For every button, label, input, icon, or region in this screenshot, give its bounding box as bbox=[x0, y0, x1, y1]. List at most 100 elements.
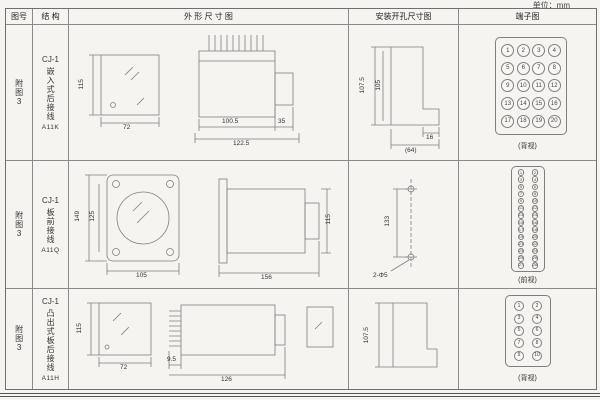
row3-fig-no-cell: 附图3 bbox=[6, 289, 33, 389]
terminal-pin: 17 bbox=[501, 114, 515, 128]
dim-label: 100.5 bbox=[222, 118, 239, 125]
terminal-pin: 2 bbox=[516, 44, 530, 58]
terminal-pin: 14 bbox=[516, 97, 530, 111]
terminal-pin: 3 bbox=[514, 313, 524, 324]
terminal-pin: 4 bbox=[532, 313, 542, 324]
terminal-pin: 5 bbox=[517, 183, 525, 191]
dim-label: 107.5 bbox=[358, 77, 366, 94]
terminal-pin: 15 bbox=[532, 97, 546, 111]
structure-model: CJ-1 bbox=[42, 54, 59, 64]
fig-no-label: 附图3 bbox=[14, 78, 24, 107]
structure-desc: 板前接线 bbox=[46, 207, 56, 244]
fig-no-label: 附图3 bbox=[14, 325, 24, 353]
row2-outline-drawing bbox=[85, 174, 331, 277]
dim-label: 115 bbox=[75, 323, 83, 334]
terminal-pin: 6 bbox=[516, 61, 530, 75]
row2-outline-cell: 149 125 105 156 115 bbox=[69, 161, 349, 289]
terminal-pin: 3 bbox=[517, 176, 525, 183]
structure-code: A11H bbox=[41, 374, 60, 382]
row2-install-cell: 133 2-Φ5 bbox=[349, 161, 459, 289]
terminal-pin: 10 bbox=[532, 350, 542, 361]
terminal-pin: 27 bbox=[517, 262, 525, 269]
terminal-pin: 16 bbox=[531, 219, 539, 226]
terminal-pin: 7 bbox=[532, 61, 546, 75]
terminal-pin: 23 bbox=[517, 247, 525, 255]
terminal-pin: 9 bbox=[514, 350, 524, 361]
dim-label: 105 bbox=[136, 272, 147, 279]
terminal-pin: 17 bbox=[517, 226, 525, 233]
terminal-pin: 2 bbox=[531, 169, 539, 176]
terminal-pin: 11 bbox=[517, 205, 525, 212]
row1-structure-cell: CJ-1 嵌入式后接线 A11K bbox=[33, 25, 69, 161]
dim-label: 72 bbox=[120, 364, 128, 371]
dim-label: 107.5 bbox=[362, 327, 370, 344]
terminal-pin: 6 bbox=[531, 183, 539, 191]
unit-label: 单位：mm bbox=[532, 1, 570, 10]
dim-label: 133 bbox=[384, 215, 392, 227]
spec-table: 图号 结 构 外 形 尺 寸 图 安装开孔尺寸图 端子图 附图3 CJ-1 嵌入… bbox=[5, 8, 597, 390]
terminal-caption: (前视) bbox=[518, 277, 537, 284]
row3-structure-cell: CJ-1 凸出式板后接线 A11H bbox=[33, 289, 69, 389]
dim-label: 149 bbox=[74, 210, 82, 222]
terminal-pin: 19 bbox=[532, 114, 546, 128]
structure-code: A11K bbox=[41, 123, 60, 131]
fig-no-label: 附图3 bbox=[14, 210, 24, 239]
structure-desc: 凸出式板后接线 bbox=[46, 308, 56, 372]
terminal-pin: 5 bbox=[501, 61, 515, 75]
header-fig-no: 图号 bbox=[6, 9, 33, 25]
terminal-pin: 14 bbox=[531, 212, 539, 219]
row1-fig-no-cell: 附图3 bbox=[6, 25, 33, 161]
terminal-pin: 9 bbox=[501, 79, 515, 93]
terminal-pin: 1 bbox=[514, 301, 524, 312]
structure-model: CJ-1 bbox=[42, 296, 59, 306]
row2-install-drawing bbox=[390, 179, 417, 272]
structure-model: CJ-1 bbox=[42, 195, 59, 205]
terminal-pin: 22 bbox=[531, 240, 539, 248]
terminal-pin: 4 bbox=[547, 44, 561, 58]
terminal-pin: 2 bbox=[532, 301, 542, 312]
terminal-pin: 5 bbox=[514, 325, 524, 336]
terminal-pin: 7 bbox=[517, 190, 525, 198]
terminal-pin: 9 bbox=[517, 197, 525, 205]
dim-label: 72 bbox=[123, 124, 131, 131]
row2-fig-no-cell: 附图3 bbox=[6, 161, 33, 289]
terminal-pin: 11 bbox=[532, 79, 546, 93]
dim-label: 115 bbox=[324, 214, 332, 225]
dim-label: 9.5 bbox=[167, 356, 177, 363]
sheet-bottom-rule bbox=[0, 393, 600, 397]
terminal-pin: 20 bbox=[547, 114, 561, 128]
terminal-pin: 18 bbox=[516, 114, 530, 128]
row3-install-cell: 107.5 bbox=[349, 289, 459, 389]
terminal-pin: 15 bbox=[517, 219, 525, 226]
dim-label: 105 bbox=[375, 79, 383, 91]
terminal-pin: 6 bbox=[532, 325, 542, 336]
terminal-pin: 8 bbox=[547, 61, 561, 75]
header-structure: 结 构 bbox=[33, 9, 69, 25]
header-outline: 外 形 尺 寸 图 bbox=[69, 9, 349, 25]
terminal-pin: 1 bbox=[517, 169, 525, 176]
row1-outline-cell: 115 72 100.5 35 122.5 bbox=[69, 25, 349, 161]
terminal-pin: 18 bbox=[531, 226, 539, 233]
row2-structure-cell: CJ-1 板前接线 A11Q bbox=[33, 161, 69, 289]
terminal-pin: 19 bbox=[517, 233, 525, 241]
terminal-caption: (背视) bbox=[518, 375, 537, 382]
dim-label: 16 bbox=[426, 134, 434, 141]
row1-install-cell: 107.5 105 16 (64) bbox=[349, 25, 459, 161]
terminal-pin: 20 bbox=[531, 233, 539, 241]
dim-label: 156 bbox=[261, 274, 272, 281]
row1-install-drawing bbox=[371, 46, 440, 149]
structure-code: A11Q bbox=[41, 246, 60, 254]
dim-label: 2-Φ5 bbox=[373, 272, 388, 279]
terminal-pin: 4 bbox=[531, 176, 539, 183]
terminal-pin: 8 bbox=[531, 190, 539, 198]
row3-outline-drawing bbox=[87, 302, 334, 379]
header-install: 安装开孔尺寸图 bbox=[349, 9, 459, 25]
terminal-pin: 7 bbox=[514, 338, 524, 349]
terminal-pin: 13 bbox=[501, 97, 515, 111]
header-terminal: 端子图 bbox=[459, 9, 596, 25]
